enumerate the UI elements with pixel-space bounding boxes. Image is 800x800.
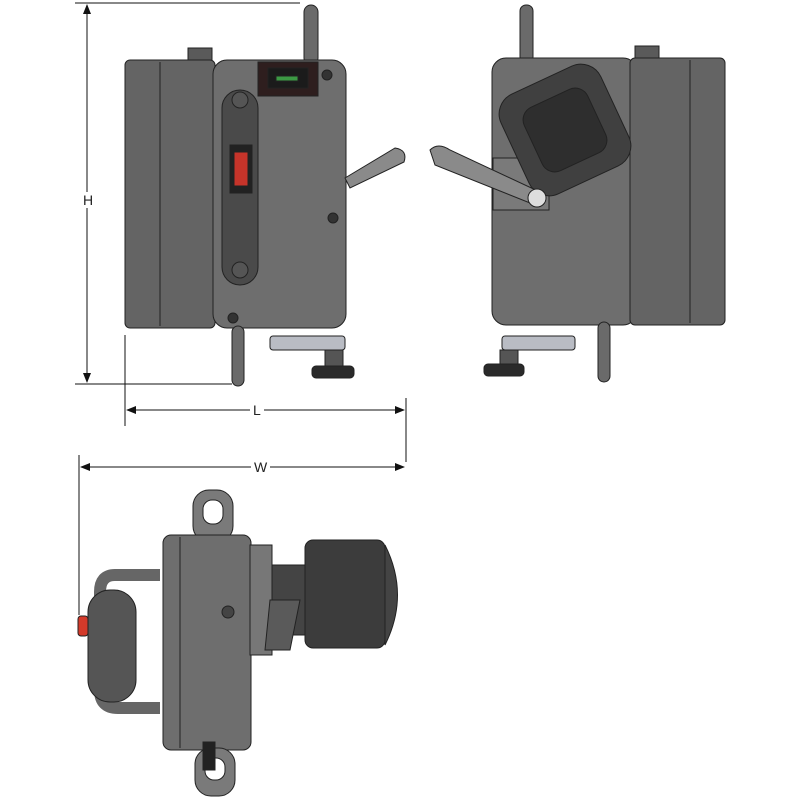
rear-view <box>429 4 726 383</box>
antenna <box>303 4 319 66</box>
side-panel <box>629 57 726 326</box>
trigger-button-red <box>77 615 89 637</box>
clamp <box>269 335 346 351</box>
dimension-label-w: W <box>251 459 271 475</box>
bottom-eye <box>597 321 611 383</box>
bottom-eye <box>231 325 245 387</box>
handle-grip <box>87 589 137 703</box>
motor <box>304 539 386 649</box>
top-view <box>77 489 398 797</box>
clamp <box>501 335 576 351</box>
adjust-knob <box>483 363 525 377</box>
dimension-l <box>124 335 407 462</box>
crank-lever <box>344 147 406 189</box>
dimension-label-h: H <box>80 192 97 208</box>
front-view <box>124 4 406 387</box>
main-body <box>162 534 252 751</box>
antenna <box>519 4 534 64</box>
side-panel <box>124 59 216 329</box>
adjust-knob <box>311 365 355 379</box>
dimension-w <box>78 455 405 615</box>
dimension-label-l: L <box>250 402 264 418</box>
trigger-button-red <box>233 151 249 187</box>
